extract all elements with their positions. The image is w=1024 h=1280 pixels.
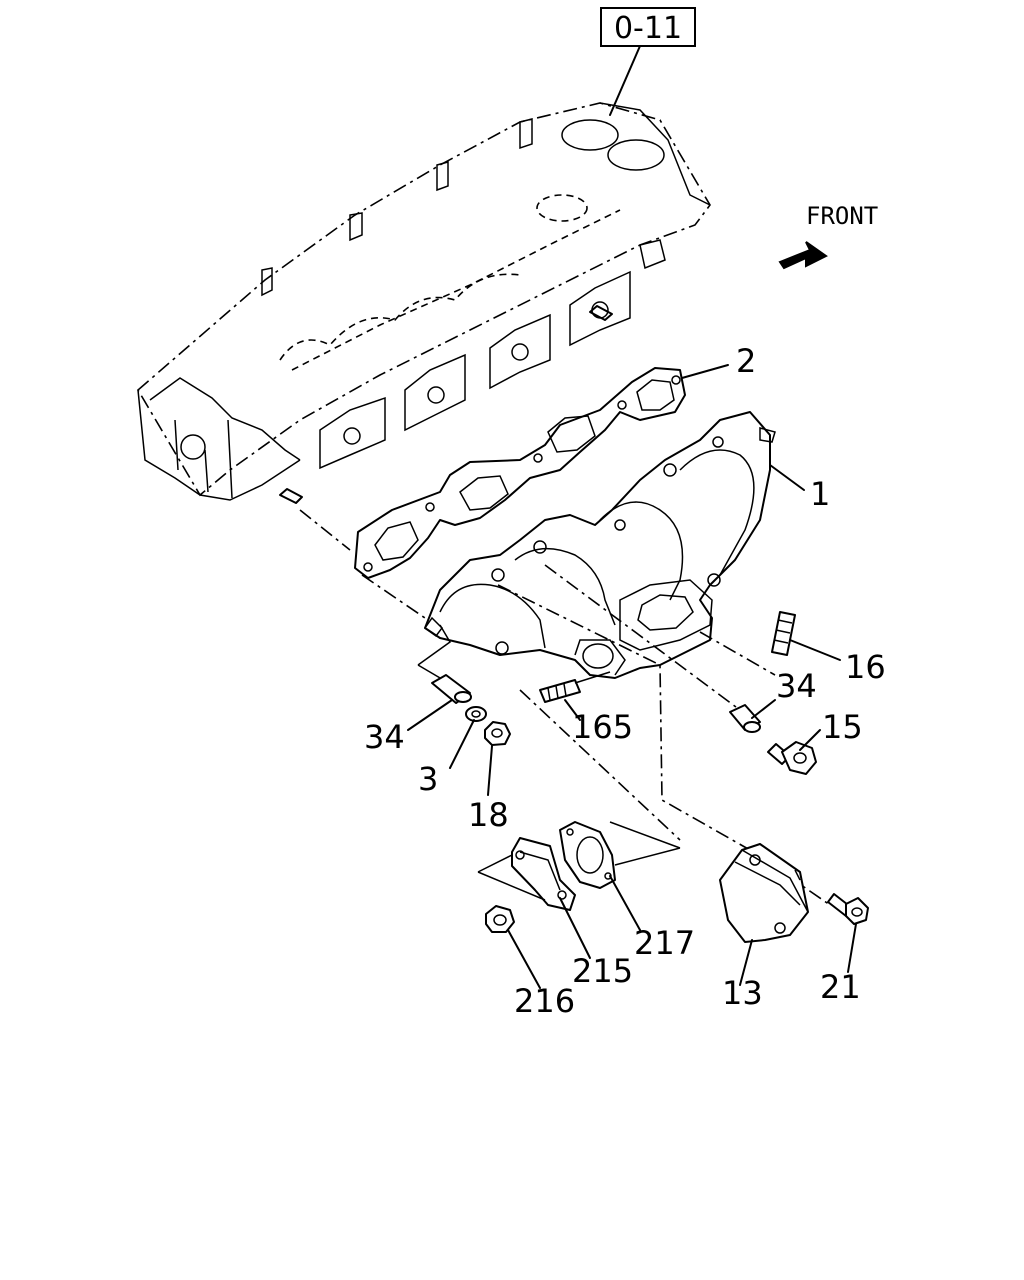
part-216-nut[interactable]: [485, 905, 515, 933]
front-arrow-icon: [778, 241, 828, 270]
part-34-left-label[interactable]: 34: [364, 718, 405, 756]
part-13-washer[interactable]: [465, 706, 487, 722]
cylinder-head: [136, 102, 711, 504]
part-34-dowel-left[interactable]: [417, 624, 472, 704]
part-34-dowel-right[interactable]: [729, 704, 761, 733]
part-217-gasket[interactable]: [559, 821, 681, 889]
part-34-right-label[interactable]: 34: [776, 667, 817, 705]
part-3-heat-shield[interactable]: [719, 843, 809, 943]
part-215-label[interactable]: 215: [572, 952, 633, 990]
part-2-gasket[interactable]: [354, 367, 686, 579]
part-15-label[interactable]: 15: [822, 708, 863, 746]
part-1-label[interactable]: 1: [810, 475, 830, 513]
part-2-label[interactable]: 2: [736, 342, 756, 380]
part-217-label[interactable]: 217: [634, 924, 695, 962]
front-direction-label: FRONT: [806, 202, 878, 230]
part-165-stud[interactable]: [539, 671, 611, 703]
part-21-bolt[interactable]: [827, 893, 869, 925]
part-16-label[interactable]: 16: [845, 648, 886, 686]
part-18-label[interactable]: 18: [468, 796, 509, 834]
part-216-label[interactable]: 216: [514, 982, 575, 1020]
part-13-label[interactable]: 3: [418, 760, 438, 798]
reference-box-label: 0-11: [614, 11, 682, 46]
part-16-stud[interactable]: [771, 611, 796, 656]
part-18-nut[interactable]: [484, 721, 511, 746]
part-21-label[interactable]: 21: [820, 968, 861, 1006]
reference-box[interactable]: 0-11: [600, 7, 696, 47]
part-3-label[interactable]: 13: [722, 974, 763, 1012]
part-165-label[interactable]: 165: [572, 708, 633, 746]
part-1-exhaust-manifold[interactable]: [423, 411, 776, 679]
part-215-connector[interactable]: [477, 837, 576, 911]
part-15-bolt[interactable]: [767, 741, 817, 775]
